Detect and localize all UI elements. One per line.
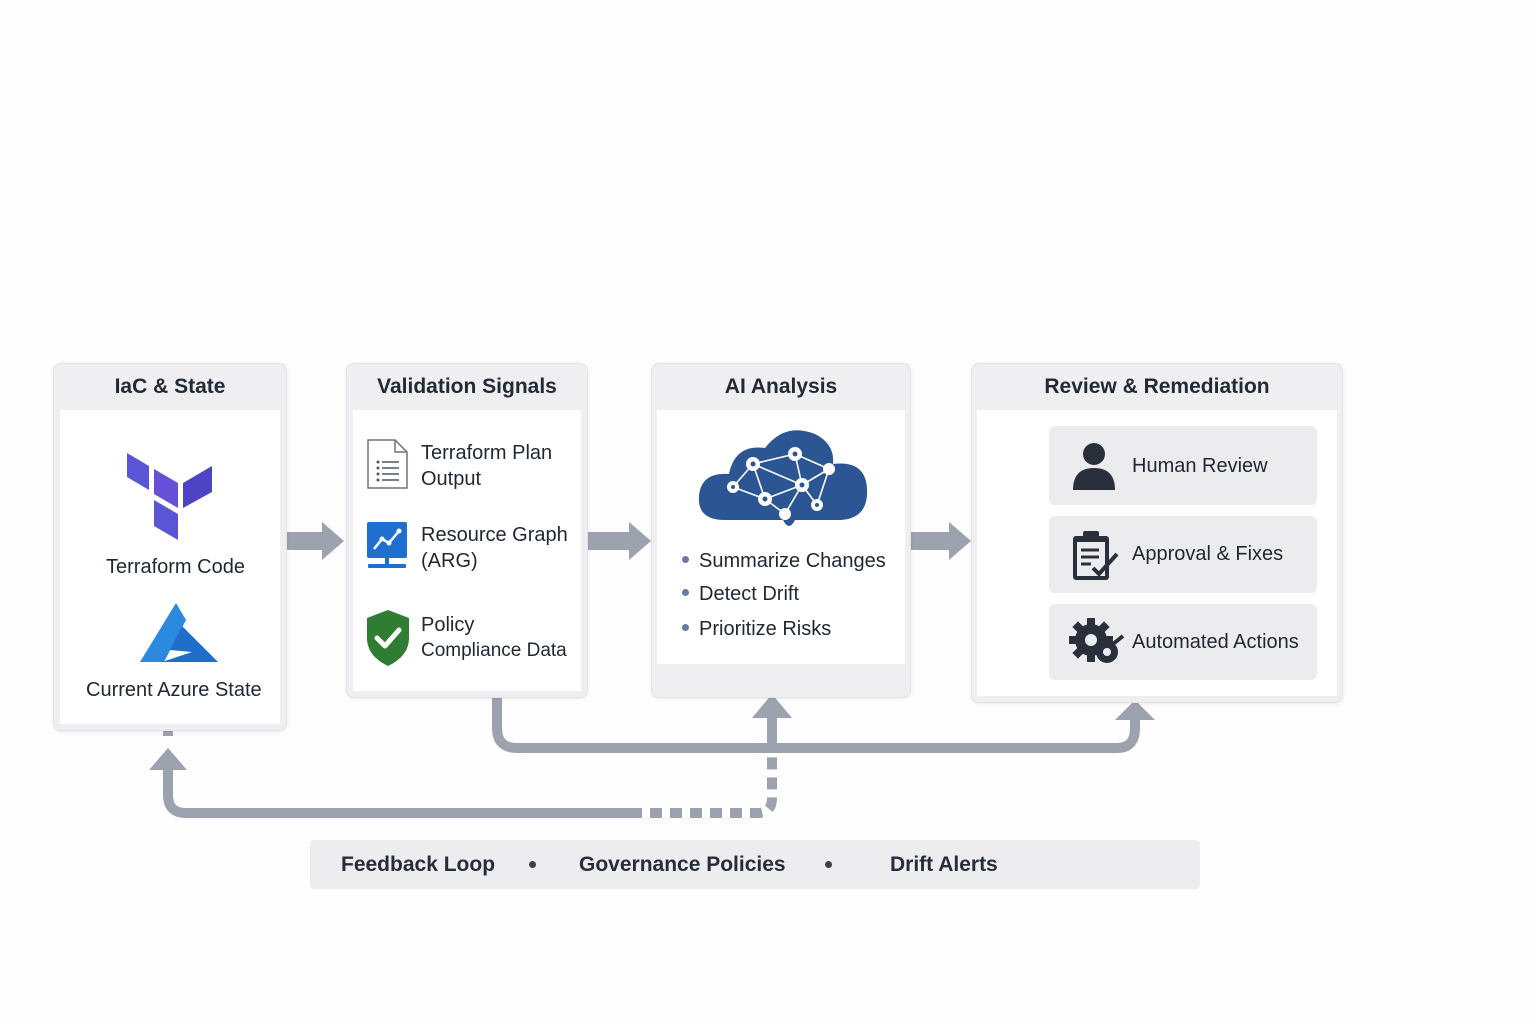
- person-icon: [1073, 443, 1115, 490]
- bullet-prioritize-risks: Prioritize Risks: [682, 616, 831, 642]
- arrowhead-to-review: [1115, 700, 1155, 720]
- automated-actions-label: Automated Actions: [1132, 631, 1299, 653]
- clipboard-check-icon: [1073, 531, 1119, 580]
- stage-title: Review & Remediation: [1044, 375, 1270, 398]
- stage-title: AI Analysis: [724, 375, 838, 398]
- terraform-code-label: Terraform Code: [106, 556, 245, 578]
- shield-check-icon: [367, 610, 409, 666]
- stage-review-remediation: Review & Remediation Human Review Approv…: [971, 363, 1343, 703]
- stage-title: IaC & State: [114, 375, 226, 398]
- connector-feedback-dashed: [630, 752, 777, 818]
- card-automated-actions[interactable]: Automated Actions: [1049, 604, 1317, 680]
- card-human-review[interactable]: Human Review: [1049, 426, 1317, 505]
- terraform-logo-icon: [127, 453, 212, 540]
- footer-legend: Feedback Loop Governance Policies Drift …: [310, 840, 1200, 889]
- stage-iac-state: IaC & State Terraform Code Current Azure…: [53, 363, 287, 731]
- stage-title: Validation Signals: [377, 375, 557, 398]
- approval-fixes-label: Approval & Fixes: [1132, 543, 1284, 565]
- arrowhead-to-iac: [149, 748, 187, 770]
- arrow-iac-to-validation: [272, 522, 344, 560]
- document-list-icon: [367, 439, 408, 489]
- arrowhead-to-ai: [752, 694, 792, 718]
- human-review-label: Human Review: [1132, 455, 1268, 477]
- footer-feedback-loop: Feedback Loop: [341, 853, 496, 876]
- card-approval-fixes[interactable]: Approval & Fixes: [1049, 516, 1317, 593]
- stage-ai-analysis: AI Analysis Summarize Changes Detect Dri: [651, 363, 911, 698]
- connector-feedback-loop: [163, 770, 630, 818]
- arrow-ai-to-review: [904, 522, 971, 560]
- gears-icon: [1069, 618, 1125, 663]
- monitor-chart-icon: [367, 522, 407, 568]
- bullet-detect-drift: Detect Drift: [682, 581, 799, 607]
- current-azure-state-label: Current Azure State: [86, 679, 262, 701]
- footer-drift-alerts: Drift Alerts: [890, 853, 998, 876]
- azure-logo-icon: [140, 603, 218, 662]
- footer-separator: [529, 861, 536, 868]
- footer-governance-policies: Governance Policies: [579, 853, 786, 876]
- resource-graph-label: Resource Graph(ARG): [421, 524, 568, 572]
- arrow-validation-to-ai: [581, 522, 651, 560]
- cloud-network-icon: [698, 430, 868, 526]
- footer-separator: [825, 861, 832, 868]
- connector-validation-bus: [492, 698, 1140, 753]
- bullet-summarize-changes: Summarize Changes: [682, 548, 886, 574]
